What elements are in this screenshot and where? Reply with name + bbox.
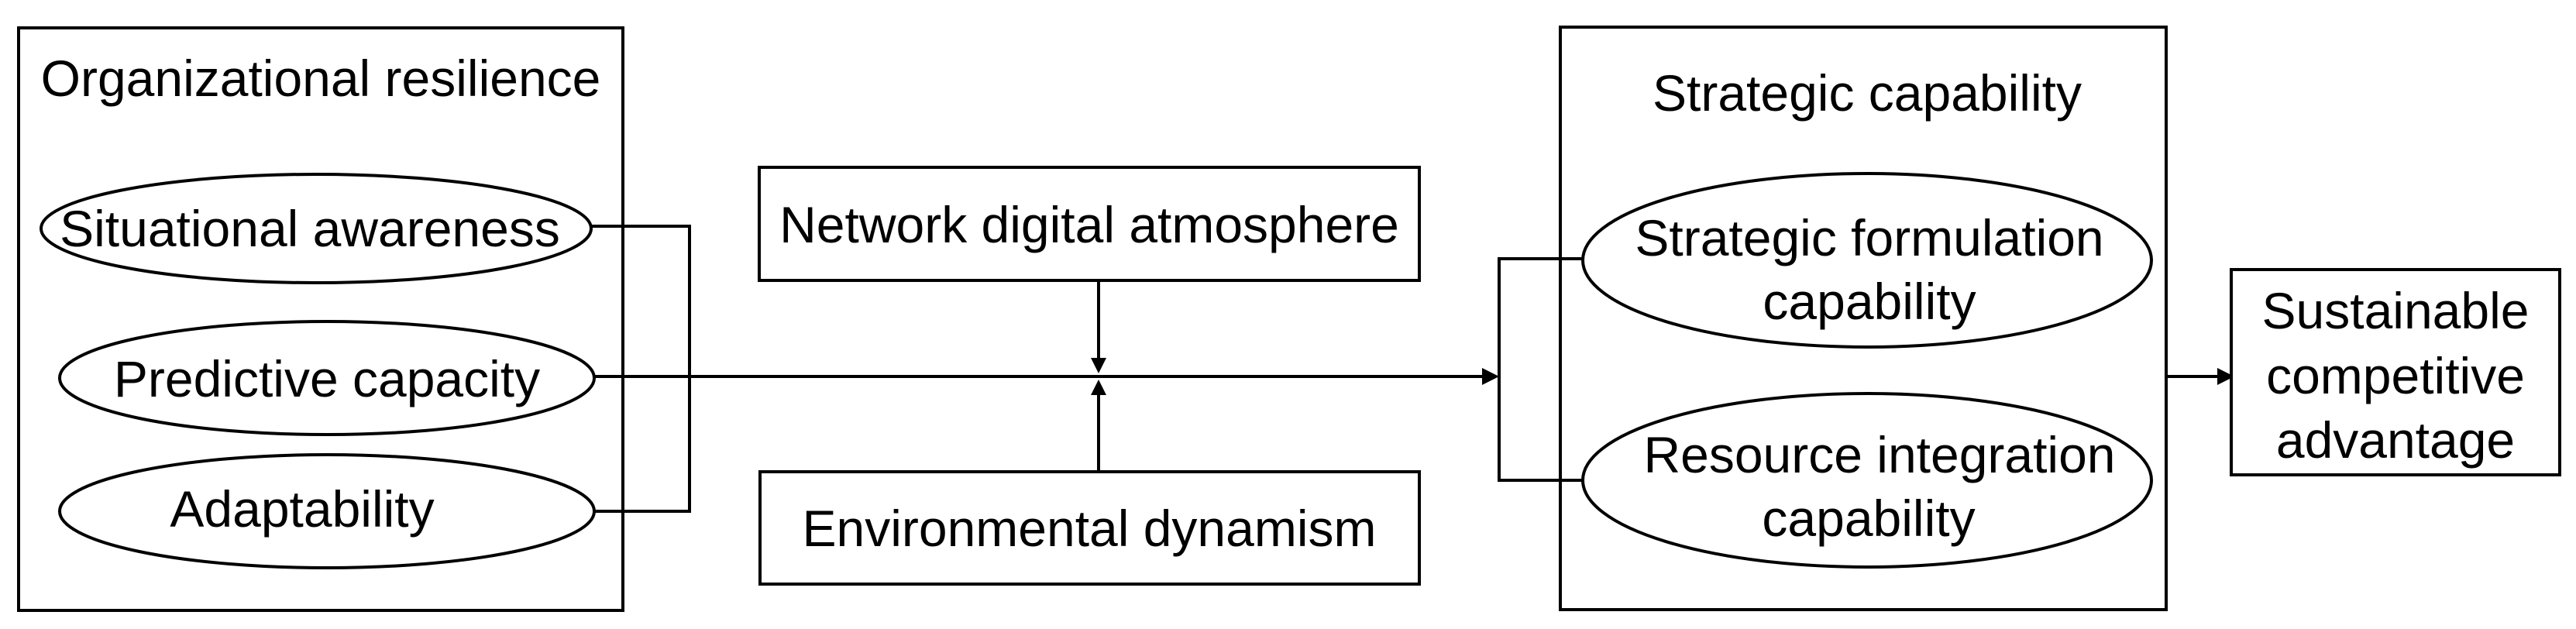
- network-digital-atmosphere-label: Network digital atmosphere: [779, 196, 1399, 253]
- main-path-arrowhead: [1482, 368, 1499, 385]
- situational-awareness-oval: [40, 173, 593, 284]
- strategic-bracket-connector: [1498, 257, 1584, 482]
- org-resilience-title: Organizational resilience: [41, 50, 601, 107]
- sustainable-advantage-box: [2230, 268, 2561, 476]
- strategic-capability-title: Strategic capability: [1653, 64, 2082, 122]
- network-moderation-arrowhead: [1091, 358, 1106, 373]
- resource-integration-oval: [1581, 392, 2153, 569]
- adaptability-label: Adaptability: [170, 480, 434, 538]
- sustainable-advantage-label-line2: competitive: [2266, 347, 2525, 404]
- resource-integration-label-line2: capability: [1762, 490, 1975, 547]
- situational-awareness-label: Situational awareness: [60, 200, 560, 257]
- resource-integration-label-line1: Resource integration: [1643, 426, 2115, 483]
- environmental-dynamism-label: Environmental dynamism: [803, 500, 1377, 557]
- sustainable-advantage-label-line3: advantage: [2276, 411, 2515, 469]
- predictive-capacity-label: Predictive capacity: [114, 350, 540, 407]
- strategic-formulation-oval: [1581, 172, 2153, 349]
- environmental-dynamism-box: [758, 470, 1421, 586]
- network-digital-atmosphere-box: [758, 166, 1421, 282]
- strategic-formulation-label-line1: Strategic formulation: [1635, 209, 2103, 266]
- outcome-arrowhead: [2217, 368, 2234, 385]
- environmental-moderation-arrowhead: [1091, 380, 1106, 395]
- strategic-formulation-label-line2: capability: [1763, 273, 1976, 330]
- resilience-bracket-connector: [591, 225, 691, 513]
- sustainable-advantage-label-line1: Sustainable: [2262, 282, 2530, 339]
